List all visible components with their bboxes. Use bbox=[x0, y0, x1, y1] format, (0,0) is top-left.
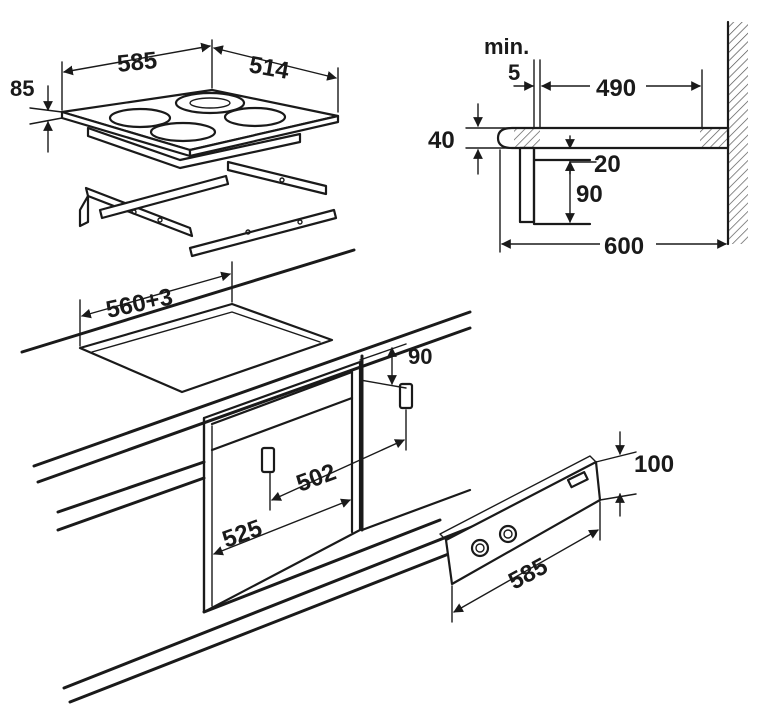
dim-panel-height: 100 bbox=[634, 451, 674, 478]
bracket-3 bbox=[226, 160, 328, 196]
dim-oven-outer-width: 525 bbox=[219, 515, 266, 554]
dim-side-drop-90: 90 bbox=[576, 181, 603, 208]
oven-opening bbox=[202, 360, 362, 614]
dim-hob-depth: 514 bbox=[247, 51, 292, 85]
hob-front bbox=[188, 114, 340, 158]
mounting-brackets bbox=[78, 160, 338, 258]
worktop: 560+3 bbox=[20, 248, 472, 484]
control-knob-2 bbox=[498, 524, 518, 544]
bracket-2 bbox=[98, 174, 230, 220]
hob-group: 585 514 85 bbox=[10, 39, 340, 170]
dim-hob-height: 85 bbox=[10, 76, 34, 101]
side-section: min. 5 490 40 20 90 600 bbox=[428, 20, 748, 260]
dim-side-gap-20: 20 bbox=[594, 151, 621, 178]
cooking-zone-4 bbox=[223, 106, 287, 128]
bracket-1 bbox=[84, 186, 194, 238]
hob-cutout bbox=[78, 302, 334, 394]
worktop-back-hatch bbox=[700, 129, 727, 147]
bracket-4 bbox=[188, 208, 338, 258]
cooking-zone-1 bbox=[108, 107, 172, 129]
control-panel: 100 585 bbox=[439, 431, 674, 623]
dim-side-thickness-40: 40 bbox=[428, 127, 455, 154]
dim-cutout-width: 560+3 bbox=[104, 283, 176, 323]
display-window bbox=[566, 471, 589, 489]
wall-hatch bbox=[728, 22, 748, 244]
dim-panel-width: 585 bbox=[504, 553, 552, 596]
dim-oven-inner-width: 502 bbox=[293, 459, 340, 498]
fixing-clip-left bbox=[260, 446, 276, 474]
dim-side-depth-490: 490 bbox=[596, 75, 636, 102]
fixing-clip-right bbox=[398, 382, 414, 410]
dim-side-total-600: 600 bbox=[604, 233, 644, 260]
dim-side-min-value: 5 bbox=[508, 60, 520, 85]
control-knob-1 bbox=[470, 538, 490, 558]
hob-body bbox=[86, 126, 302, 170]
worktop-front-hatch bbox=[514, 129, 540, 147]
cooking-zone-3 bbox=[149, 121, 217, 143]
cooking-zone-2 bbox=[174, 91, 246, 115]
dim-clearance-90: 90 bbox=[408, 344, 432, 369]
dim-side-min-label: min. bbox=[484, 34, 529, 59]
cabinet: 90 502 525 bbox=[56, 343, 512, 704]
dim-hob-width: 585 bbox=[116, 47, 159, 78]
